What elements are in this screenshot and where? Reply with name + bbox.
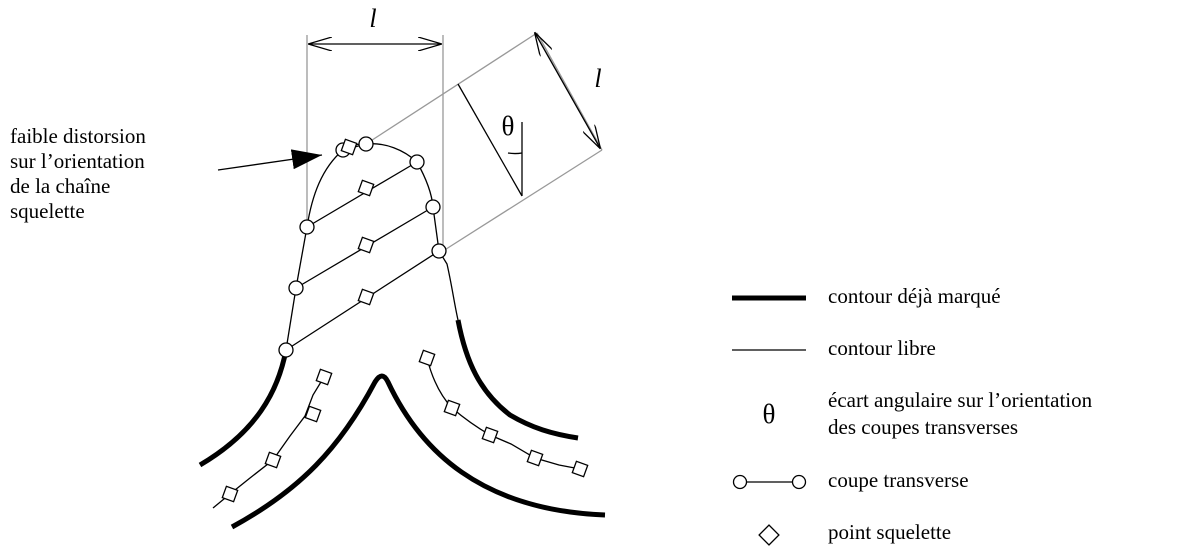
legend-label-cross-section: coupe transverse xyxy=(828,468,969,492)
length-label-diagonal: l xyxy=(594,64,601,93)
annotation-line-4: squelette xyxy=(10,199,85,223)
distortion-annotation: faible distorsion sur l’orientation de l… xyxy=(10,124,146,223)
free-contour xyxy=(285,143,459,351)
annotation-line-3: de la chaîne xyxy=(10,174,110,198)
skeleton-points xyxy=(221,138,589,503)
cross-section-endpoints xyxy=(278,136,447,358)
legend: contour déjà marqué contour libre θ écar… xyxy=(732,284,1093,546)
marked-contours xyxy=(198,319,606,530)
legend-label-angular-1: écart angulaire sur l’orientation xyxy=(828,388,1093,412)
legend-label-skeleton-point: point squelette xyxy=(828,520,951,544)
legend-cross-section-symbol xyxy=(732,474,807,490)
annotation-line-1: faible distorsion xyxy=(10,124,146,148)
legend-label-contour-marked: contour déjà marqué xyxy=(828,284,1001,308)
legend-label-angular-2: des coupes transverses xyxy=(828,415,1018,439)
legend-diamond-symbol xyxy=(758,524,780,546)
skeleton-chains xyxy=(212,357,581,509)
legend-label-contour-free: contour libre xyxy=(828,336,936,360)
length-label-top: l xyxy=(369,4,376,33)
annotation-line-2: sur l’orientation xyxy=(10,149,145,173)
theta-label: θ xyxy=(502,111,515,141)
annotation-arrow xyxy=(217,149,323,171)
diagonal-dimension-arrow xyxy=(535,33,600,148)
legend-theta-symbol: θ xyxy=(763,399,776,429)
